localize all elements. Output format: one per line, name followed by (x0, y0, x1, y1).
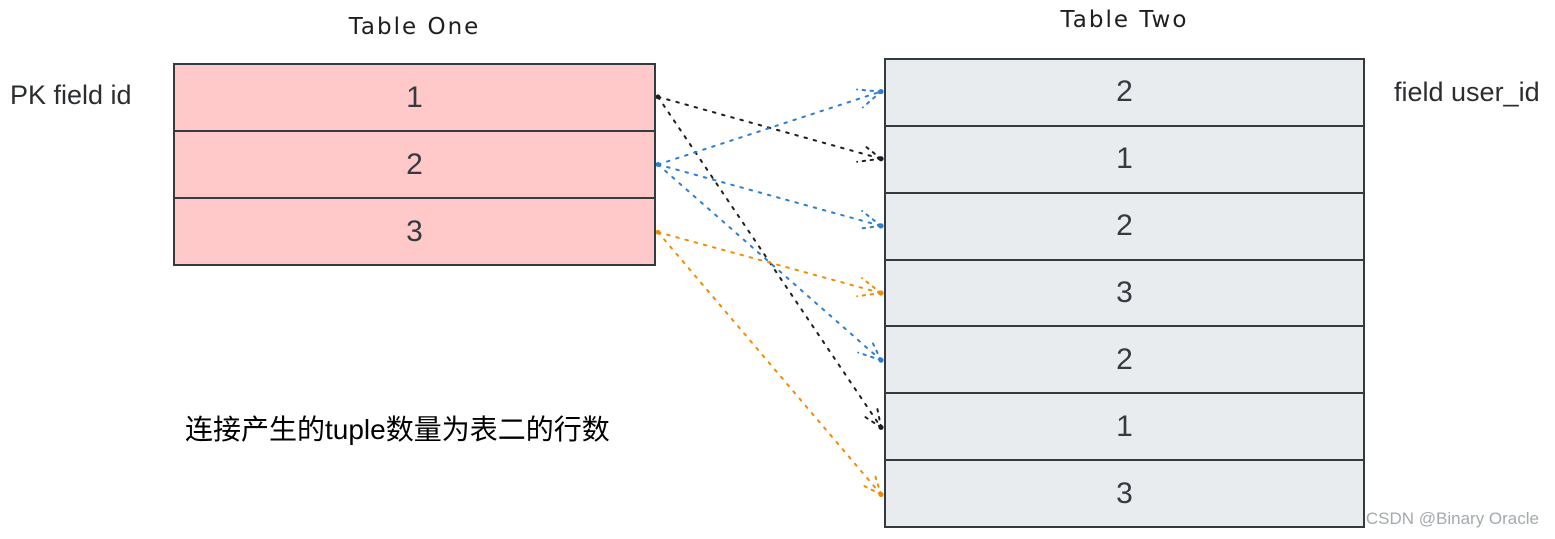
table-one-row: 2 (175, 130, 654, 197)
user-id-field-label: field user_id (1394, 77, 1540, 107)
table-two-row: 1 (886, 124, 1363, 192)
join-note-text: 连接产生的tuple数量为表二的行数 (185, 414, 610, 445)
table-two-row: 3 (886, 258, 1363, 326)
table-two-title: Table Two (1060, 7, 1189, 33)
table-two-row: 3 (886, 459, 1363, 526)
table-one-row: 3 (175, 197, 654, 264)
pk-field-label: PK field id (10, 80, 132, 110)
table-two-row: 1 (886, 392, 1363, 459)
table-one-title: Table One (348, 14, 481, 40)
table-one-row: 1 (406, 80, 423, 114)
table-two-row: 2 (886, 325, 1363, 392)
table-two-row: 2 (1116, 75, 1133, 109)
table-two-row: 2 (886, 191, 1363, 259)
csdn-watermark: CSDN @Binary Oracle (1365, 509, 1539, 528)
